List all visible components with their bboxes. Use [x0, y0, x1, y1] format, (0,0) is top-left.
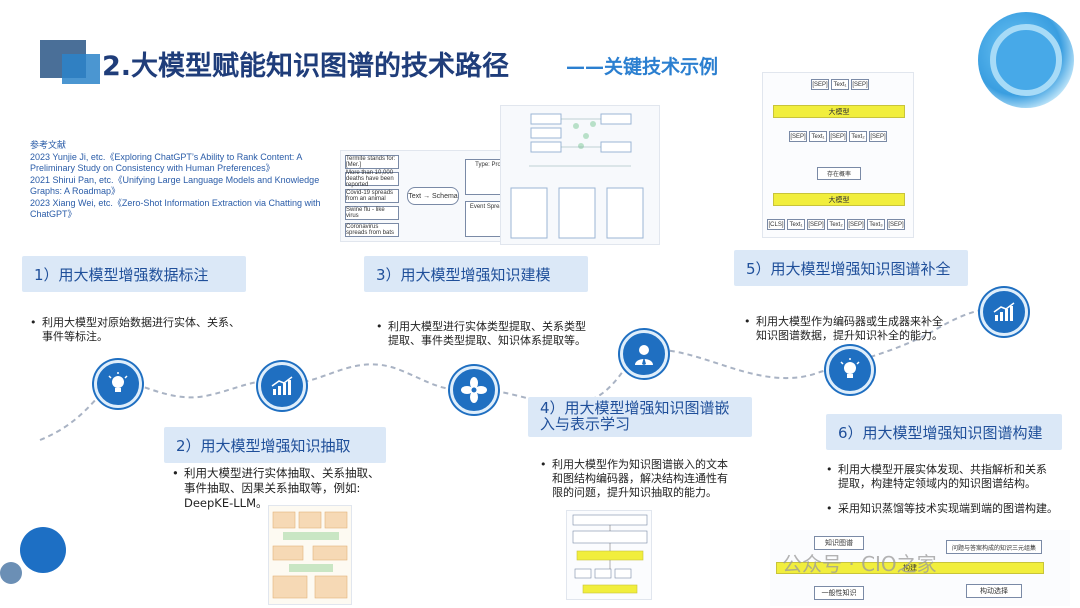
page-title: 2.大模型赋能知识图谱的技术路径 [102, 51, 510, 82]
figure-text-item: Swine flu - like virus [345, 206, 399, 220]
figure-token: [CLS] [767, 219, 785, 230]
figure-token: Text₁ [809, 131, 827, 142]
section-4-title: 4）用大模型增强知识图谱嵌入与表示学习 [528, 397, 752, 437]
figure-schema-pipeline [500, 105, 660, 245]
figure-token: Text₁ [831, 79, 849, 90]
page-subtitle: ——关键技术示例 [566, 56, 719, 78]
figure-text-item: More than 10,000 deaths have been report… [345, 170, 399, 188]
reference-item: 2023 Yunjie Ji, etc.《Exploring ChatGPT’s… [30, 151, 302, 174]
section-6-description: • 利用大模型开展实体发现、共指解析和关系 提取，构建特定领域内的知识图谱结构。 [826, 463, 1047, 490]
figure-text-item: Covid-19 spreads from an animal [345, 189, 399, 203]
section-5-description: • 利用大模型作为编码器或生成器来补全 知识图谱数据，提升知识补全的能力。 [744, 315, 943, 342]
figure-text-item: Termite stands for: [Mer.] [345, 155, 399, 169]
figure-construct-bar: 构建 [776, 562, 1044, 574]
figure-llm-bar: 大模型 [773, 105, 905, 118]
reference-item: 2023 Xiang Wei, etc.《Zero-Shot Informati… [30, 197, 321, 220]
decor-circle-bottom-left-small [0, 562, 22, 584]
figure-node: 问题与答案构成的知识三元组集 [946, 540, 1042, 554]
figure-node: 一般性知识 [814, 586, 864, 600]
section-2-description: • 利用大模型进行实体抽取、关系抽取、 事件抽取、因果关系抽取等，例如: Dee… [172, 466, 380, 510]
figure-kg-embedding [566, 510, 652, 600]
figure-llm-bar: 大模型 [773, 193, 905, 206]
figure-token: [SEP] [847, 219, 865, 230]
section-3-description: • 利用大模型进行实体类型提取、关系类型 提取、事件类型提取、知识体系提取等。 [376, 320, 586, 347]
figure-token: [SEP] [789, 131, 807, 142]
figure-center-box: Text → Schema [407, 187, 459, 205]
figure-token: [SEP] [887, 219, 905, 230]
watermark: 公众号 · CIO之家 [782, 552, 937, 576]
decor-circle-bottom-left [20, 527, 66, 573]
references-heading: 参考文献 [30, 140, 67, 150]
references-block: 参考文献 2023 Yunjie Ji, etc.《Exploring Chat… [30, 140, 335, 221]
figure-kg-completion: [SEP] Text₁ [SEP] 大模型 [SEP] Text₁ [SEP] … [762, 72, 914, 238]
figure-token: [SEP] [851, 79, 869, 90]
figure-token: [SEP] [829, 131, 847, 142]
figure-deepke-llm [268, 505, 352, 605]
figure-node: 构动选择 [966, 584, 1022, 598]
figure-text-item: Coronavirus spreads from bats [345, 223, 399, 237]
section-1-description: • 利用大模型对原始数据进行实体、关系、 事件等标注。 [30, 316, 240, 343]
figure-token: Text₂ [849, 131, 867, 142]
figure-token: Text₂ [827, 219, 845, 230]
chart-growth-icon [980, 288, 1028, 336]
figure-score-box: 存在概率 [817, 167, 861, 180]
section-5-title: 5）用大模型增强知识图谱补全 [734, 250, 968, 286]
reference-item: 2021 Shirui Pan, etc.《Unifying Large Lan… [30, 174, 320, 197]
section-4-description: • 利用大模型作为知识图谱嵌入的文本 和图结构编码器，解决结构连通性有 限的问题… [540, 458, 728, 499]
figure-token: Text₃ [867, 219, 885, 230]
figure-token: [SEP] [811, 79, 829, 90]
figure-token: Text₁ [787, 219, 805, 230]
section-6-description-2: • 采用知识蒸馏等技术实现端到端的图谱构建。 [826, 502, 1058, 515]
figure-token: [SEP] [869, 131, 887, 142]
section-6-title: 6）用大模型增强知识图谱构建 [826, 414, 1062, 450]
title-accent-block-2 [62, 54, 100, 84]
figure-kg-construction: 知识图谱 构建 一般性知识 问题与答案构成的知识三元组集 构动选择 [770, 530, 1070, 606]
section-3-title: 3）用大模型增强知识建模 [364, 256, 588, 292]
lightbulb-icon [826, 346, 874, 394]
fan-icon [450, 366, 498, 414]
lightbulb-icon [94, 360, 142, 408]
figure-token: [SEP] [807, 219, 825, 230]
user-icon [620, 330, 668, 378]
section-1-title: 1）用大模型增强数据标注 [22, 256, 246, 292]
chart-growth-icon [258, 362, 306, 410]
section-2-title: 2）用大模型增强知识抽取 [164, 427, 386, 463]
figure-node: 知识图谱 [814, 536, 864, 550]
figure-knowledge-modeling: Termite stands for: [Mer.] More than 10,… [340, 150, 516, 242]
decor-circle-top-right-inner [990, 24, 1062, 96]
